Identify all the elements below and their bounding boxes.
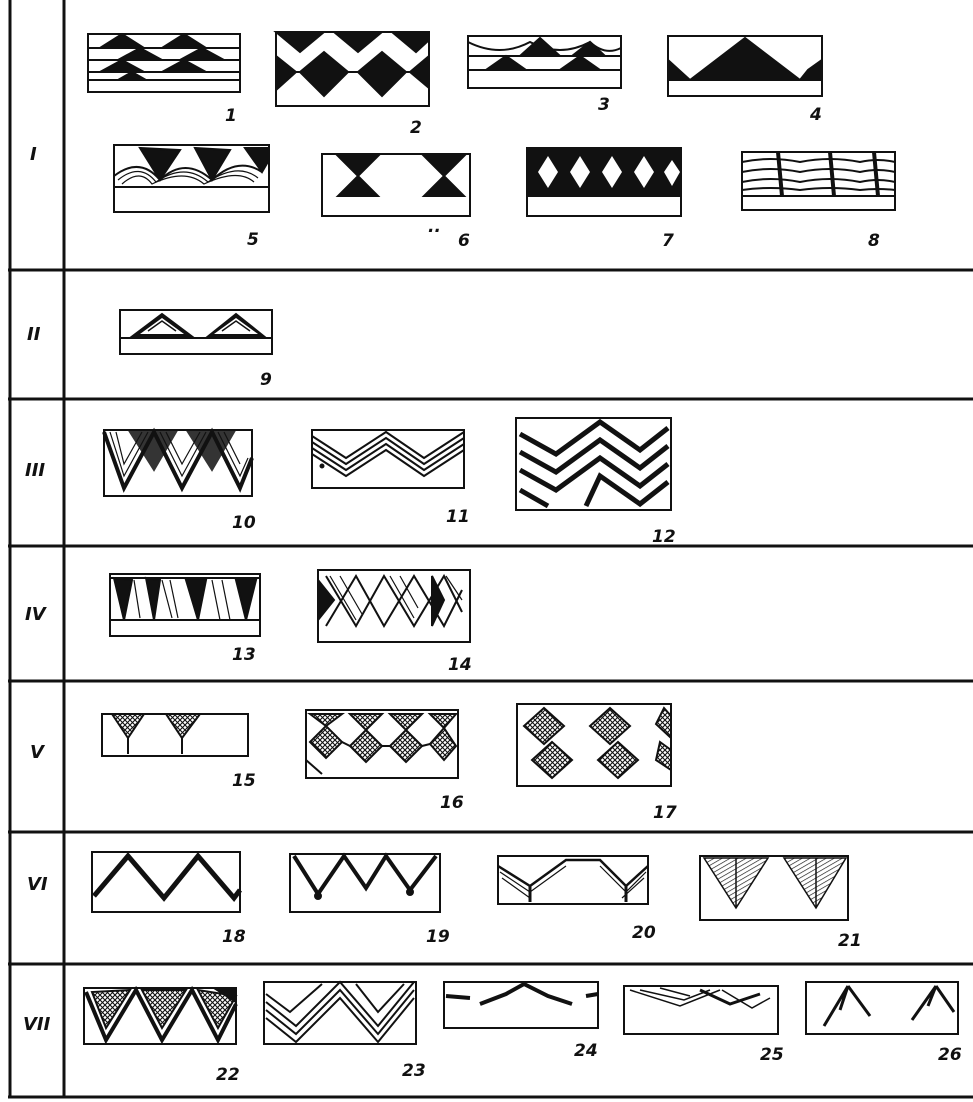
pattern-8-label: 8: [868, 231, 880, 251]
pattern-26-label: 26: [938, 1045, 962, 1065]
pattern-10-label: 10: [232, 513, 256, 533]
pattern-13: [110, 574, 260, 636]
row-label-I: I: [30, 144, 37, 165]
pattern-7-label: 7: [662, 231, 674, 251]
pattern-18: [92, 852, 240, 912]
pattern-14: [318, 570, 470, 642]
pattern-16-label: 16: [440, 793, 464, 813]
pattern-25: [624, 986, 778, 1034]
row-label-VI: VI: [27, 874, 48, 895]
row-label-VII: VII: [23, 1014, 51, 1035]
pattern-23-label: 23: [402, 1061, 426, 1081]
pattern-6: [322, 154, 470, 216]
pattern-5: [114, 145, 269, 212]
pattern-11: [312, 430, 464, 488]
pattern-25-label: 25: [760, 1045, 784, 1065]
pattern-24: [444, 982, 598, 1028]
pattern-23: [264, 982, 416, 1044]
pattern-18-label: 18: [222, 927, 246, 947]
pattern-15-label: 15: [232, 771, 256, 791]
pattern-3: [468, 36, 621, 88]
pattern-2: [276, 32, 429, 106]
pattern-22: [84, 988, 236, 1044]
pattern-7: [527, 148, 681, 216]
row-label-IV: IV: [25, 604, 48, 625]
pattern-13-label: 13: [232, 645, 256, 665]
row-label-II: II: [27, 324, 41, 345]
pattern-15: [102, 714, 248, 756]
pattern-21: [700, 856, 848, 920]
pattern-24-label: 24: [574, 1041, 598, 1061]
row-label-V: V: [30, 742, 46, 763]
pattern-2-label: 2: [410, 118, 422, 138]
pattern-6-label: 6: [458, 231, 470, 251]
pattern-17-label: 17: [653, 803, 677, 823]
pattern-9-label: 9: [260, 370, 272, 390]
pattern-10: [104, 430, 252, 496]
row-labels: I II III IV V VI VII: [23, 144, 51, 1035]
pattern-19-label: 19: [426, 927, 450, 947]
pattern-26: [806, 982, 958, 1034]
pattern-20-label: 20: [632, 923, 656, 943]
pattern-20: [498, 856, 648, 904]
pattern-1: [88, 34, 240, 92]
pattern-21-label: 21: [838, 931, 862, 951]
pattern-14-label: 14: [448, 655, 472, 675]
row-label-III: III: [25, 460, 45, 481]
pattern-1-label: 1: [225, 106, 237, 126]
pattern-9: [120, 310, 272, 354]
pattern-12: [516, 418, 671, 510]
pattern-11-label: 11: [446, 507, 470, 527]
pattern-4: [668, 36, 822, 96]
pattern-4-label: 4: [809, 105, 822, 125]
pattern-8: [742, 152, 895, 210]
pattern-17: [517, 704, 671, 786]
pattern-19: [290, 854, 440, 912]
pattern-5-label: 5: [247, 230, 259, 250]
pattern-3-label: 3: [598, 95, 610, 115]
pattern-16: [306, 710, 458, 778]
pattern-12-label: 12: [652, 527, 676, 547]
pattern-22-label: 22: [216, 1065, 240, 1085]
stray-mark: ..: [428, 217, 441, 237]
